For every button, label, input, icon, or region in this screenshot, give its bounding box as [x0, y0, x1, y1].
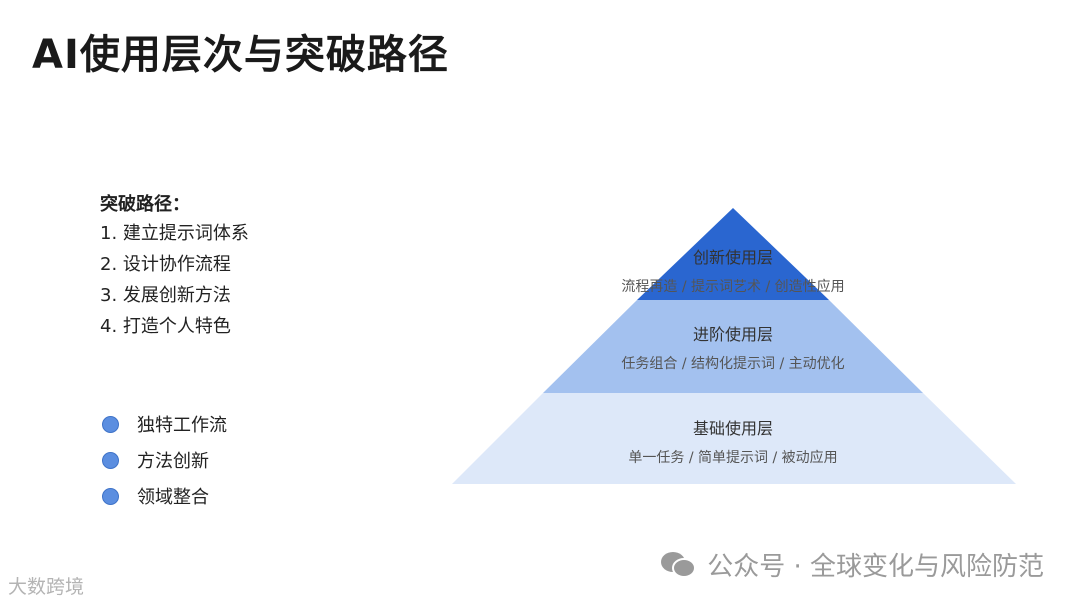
page-title: AI使用层次与突破路径 [32, 32, 449, 78]
layer-desc: 单一任务 / 简单提示词 / 被动应用 [628, 450, 838, 466]
path-item: 1. 建立提示词体系 [100, 223, 249, 244]
path-heading: 突破路径： [100, 194, 190, 215]
bullet-dot-icon [102, 415, 119, 433]
feature-item: 独特工作流 [102, 406, 227, 442]
layer-label-top: 创新使用层 流程再造 / 提示词艺术 / 创造性应用 [533, 244, 933, 296]
path-item: 2. 设计协作流程 [100, 254, 231, 275]
wechat-icon [661, 551, 697, 578]
feature-label: 独特工作流 [137, 415, 227, 436]
bullet-dot-icon [102, 451, 119, 469]
path-item: 4. 打造个人特色 [100, 316, 231, 337]
wechat-watermark: 公众号 · 全球变化与风险防范 [659, 546, 1044, 583]
feature-item: 领域整合 [102, 478, 227, 514]
layer-desc: 任务组合 / 结构化提示词 / 主动优化 [621, 356, 845, 372]
layer-name: 进阶使用层 [692, 325, 773, 344]
layer-name: 基础使用层 [692, 419, 773, 438]
pyramid-layer-bottom [452, 393, 1016, 484]
logo-watermark: 大数跨境 [8, 576, 85, 598]
layer-label-bottom: 基础使用层 单一任务 / 简单提示词 / 被动应用 [533, 415, 933, 467]
path-list: 1. 建立提示词体系 2. 设计协作流程 3. 发展创新方法 4. 打造个人特色 [100, 222, 249, 346]
bullet-dot-icon [102, 487, 119, 505]
layer-label-middle: 进阶使用层 任务组合 / 结构化提示词 / 主动优化 [533, 321, 933, 373]
wechat-watermark-text: 公众号 · 全球变化与风险防范 [707, 552, 1044, 582]
layer-name: 创新使用层 [692, 248, 773, 267]
pyramid-layer-top [637, 208, 829, 300]
feature-item: 方法创新 [102, 442, 227, 478]
path-item: 3. 发展创新方法 [100, 285, 231, 306]
feature-label: 领域整合 [137, 487, 209, 508]
feature-label: 方法创新 [137, 451, 209, 472]
layer-desc: 流程再造 / 提示词艺术 / 创造性应用 [621, 279, 845, 295]
feature-list: 独特工作流 方法创新 领域整合 [102, 406, 227, 514]
pyramid-layer-middle [543, 300, 923, 393]
